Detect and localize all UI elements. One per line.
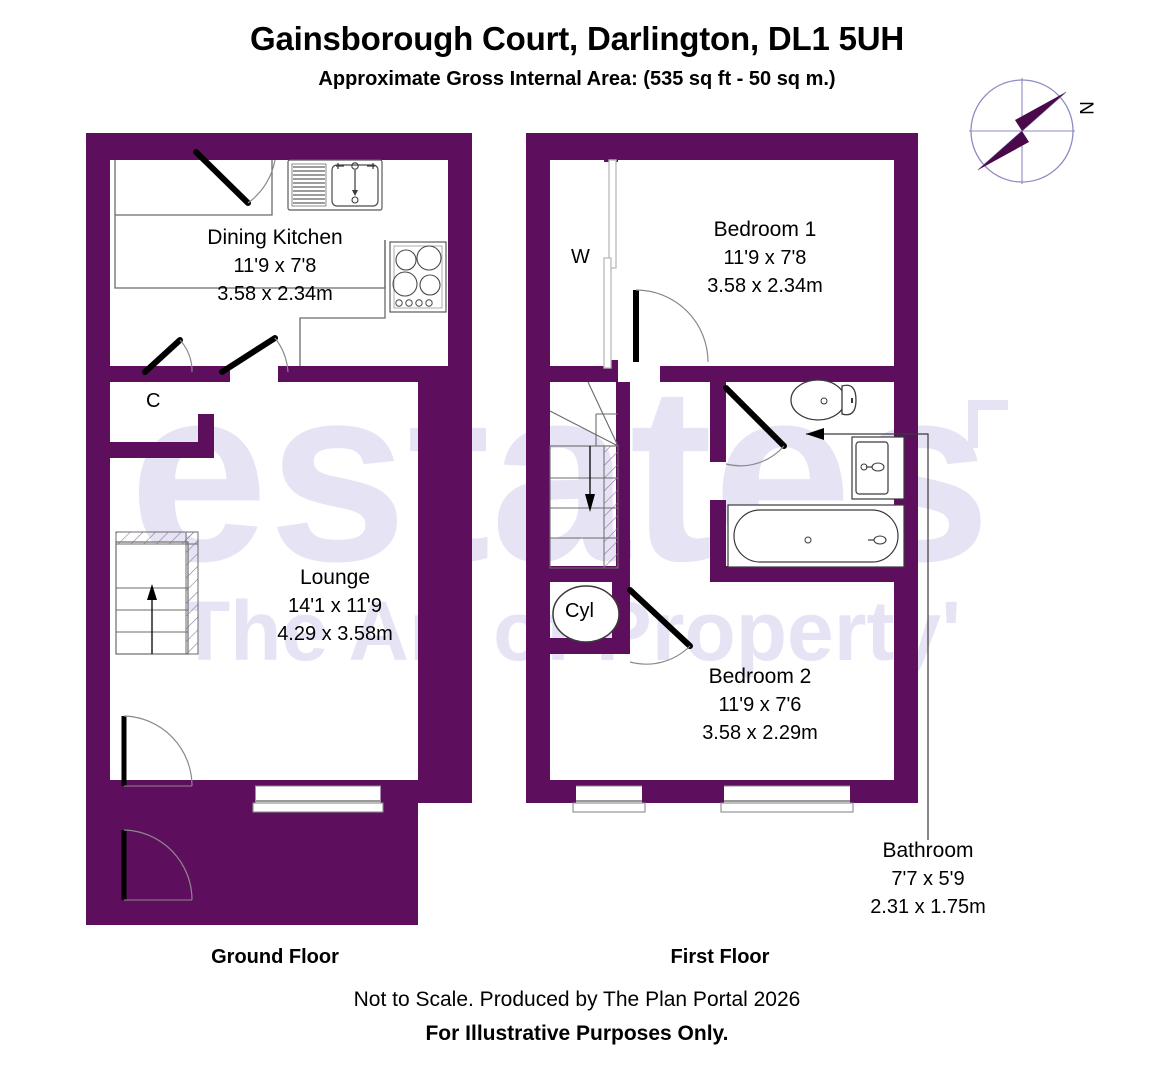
ff-wall-bath-left-lower	[710, 500, 726, 580]
compass-north-label: N	[1074, 101, 1096, 115]
first-floor-plan	[526, 133, 929, 840]
ff-wardrobe-doors	[603, 159, 617, 369]
ff-wall-landing-bottom	[550, 566, 630, 582]
footer-line-2: For Illustrative Purposes Only.	[425, 1022, 729, 1045]
room-name-lounge: Lounge	[299, 566, 371, 589]
bathroom-basin-icon	[851, 436, 905, 500]
ff-wall-landing-right	[616, 382, 630, 574]
floor-label-first: First Floor	[670, 946, 770, 968]
ff-door-bedroom2	[627, 587, 693, 665]
ff-wall-bed1-a	[550, 366, 616, 382]
compass-rose	[969, 78, 1075, 184]
room-label-bathroom: Bathroom 7'7 x 5'9 2.31 x 1.75m	[763, 837, 1093, 921]
gf-staircase	[115, 531, 199, 655]
room-name-bedroom-1: Bedroom 1	[713, 218, 817, 241]
room-metric-dining-kitchen: 3.58 x 2.34m	[217, 282, 333, 305]
ff-window-bed2-right	[720, 785, 854, 813]
gf-cupboard-wall-h	[110, 442, 214, 458]
ff-staircase	[549, 381, 619, 569]
room-metric-bathroom: 2.31 x 1.75m	[870, 895, 986, 918]
gf-entrance-door-upper	[121, 715, 193, 787]
gf-wall-seg-b	[278, 366, 450, 382]
floor-label-ground: Ground Floor	[211, 946, 339, 968]
room-name-dining-kitchen: Dining Kitchen	[207, 226, 343, 249]
room-metric-bedroom-2: 3.58 x 2.29m	[702, 721, 818, 744]
gf-entrance-door-lower	[121, 829, 193, 901]
bathroom-leader-line	[806, 428, 929, 840]
room-imperial-lounge: 14'1 x 11'9	[287, 594, 382, 617]
room-imperial-bedroom-1: 11'9 x 7'8	[723, 246, 807, 269]
ground-floor-plan	[86, 133, 472, 925]
room-metric-bedroom-1: 3.58 x 2.34m	[707, 274, 823, 297]
gf-door-cupboard	[142, 337, 193, 375]
footer-line-1: Not to Scale. Produced by The Plan Porta…	[353, 988, 801, 1011]
room-imperial-bathroom: 7'7 x 5'9	[891, 867, 965, 890]
ff-wall-cyl-right	[612, 574, 630, 646]
room-label-dining-kitchen: Dining Kitchen 11'9 x 7'8 3.58 x 2.34m	[110, 224, 440, 308]
cylinder-marker-label: Cyl	[565, 600, 594, 622]
room-imperial-bedroom-2: 11'9 x 7'6	[718, 693, 802, 716]
room-name-bedroom-2: Bedroom 2	[708, 665, 812, 688]
page-subtitle: Approximate Gross Internal Area: (535 sq…	[318, 68, 836, 90]
ff-wall-bath-left-upper	[710, 366, 726, 462]
kitchen-sink-icon	[287, 159, 383, 211]
bathroom-bathtub-icon	[727, 504, 905, 568]
page-title: Gainsborough Court, Darlington, DL1 5UH	[249, 20, 905, 57]
ff-wall-bed1-b	[660, 366, 894, 382]
kitchen-hob-icon	[389, 241, 447, 313]
ff-wall-bath-bottom	[710, 566, 894, 582]
ff-window-bed2-left	[572, 785, 646, 813]
room-label-bedroom-2: Bedroom 2 11'9 x 7'6 3.58 x 2.29m	[595, 663, 925, 747]
room-label-bedroom-1: Bedroom 1 11'9 x 7'8 3.58 x 2.34m	[600, 216, 930, 300]
ff-door-bathroom	[723, 385, 787, 467]
gf-door-kitchen-top	[193, 149, 276, 206]
bathroom-toilet-icon	[790, 379, 857, 421]
room-label-lounge: Lounge 14'1 x 11'9 4.29 x 3.58m	[170, 564, 500, 648]
cylinder-marker-circle	[552, 585, 620, 643]
gf-window-lounge	[252, 785, 384, 813]
ff-wall-cyl-bottom	[550, 638, 630, 654]
room-metric-lounge: 4.29 x 3.58m	[277, 622, 393, 645]
ff-door-bedroom1	[633, 289, 709, 363]
room-name-bathroom: Bathroom	[882, 839, 974, 862]
gf-door-lounge	[219, 335, 289, 375]
cupboard-marker-label: C	[146, 390, 161, 412]
room-imperial-dining-kitchen: 11'9 x 7'8	[233, 254, 317, 277]
wardrobe-marker-label: W	[571, 246, 590, 268]
